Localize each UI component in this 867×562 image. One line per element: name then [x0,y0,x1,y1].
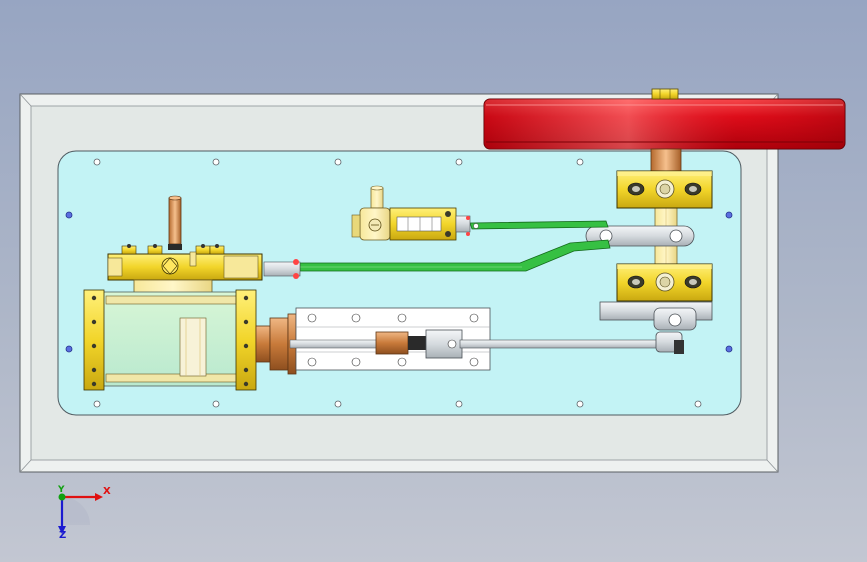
y-axis-dot [58,493,66,501]
lower-bearing-block[interactable] [616,263,713,302]
y-axis-label: Y [58,485,65,495]
axis-triad [58,493,103,534]
connecting-rod[interactable] [459,331,684,354]
z-axis-label: Z [59,530,67,541]
valve-chest[interactable] [351,185,479,241]
flywheel[interactable] [483,88,846,150]
valve-rod[interactable] [299,220,611,272]
piston-gland[interactable] [255,259,301,375]
upper-bearing-block[interactable] [616,170,713,209]
eccentric-crank[interactable] [585,225,713,331]
x-axis-label: X [103,486,111,497]
crosshead-guide[interactable] [289,307,491,371]
steam-cylinder[interactable] [83,195,263,391]
